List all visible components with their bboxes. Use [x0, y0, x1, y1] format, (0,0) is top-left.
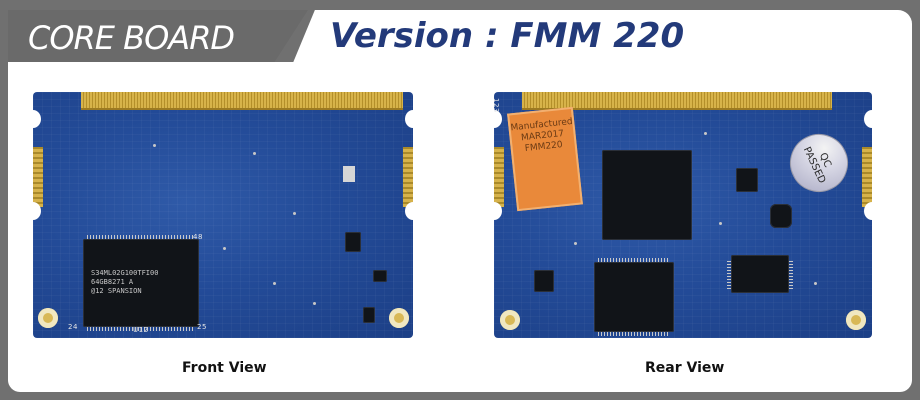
small-ic	[534, 270, 554, 292]
board-notch	[405, 110, 413, 128]
header-tab-label: CORE BOARD	[28, 19, 235, 57]
board-notch	[864, 110, 872, 128]
small-ic	[373, 270, 387, 282]
header-title-panel	[290, 10, 912, 70]
flash-chip-line-1: S34ML02G100TFI00	[91, 269, 159, 277]
manufacture-sticker: Manufactured MAR2017 FMM220	[507, 106, 583, 212]
flash-chip-line-3: @12 SPANSION	[91, 287, 142, 295]
silk-123: 123	[494, 98, 500, 113]
ethernet-ic	[727, 255, 793, 293]
silk-25: 25	[197, 323, 207, 331]
board-notch	[864, 202, 872, 220]
board-notch	[405, 202, 413, 220]
board-notch	[494, 202, 502, 220]
left-edge-contacts	[494, 147, 504, 207]
small-ic	[345, 232, 361, 252]
rear-board-photo: 123 Manufactured MAR2017 FMM220 QC PASSE…	[494, 92, 872, 338]
rear-view-caption: Rear View	[645, 360, 725, 376]
small-ic	[736, 168, 758, 192]
mounting-hole	[846, 310, 866, 330]
board-notch	[494, 110, 502, 128]
gold-edge-connector	[81, 92, 403, 110]
nand-flash-chip: S34ML02G100TFI00 64GB8271 A @12 SPANSION	[83, 235, 199, 331]
silk-u12: U12	[133, 326, 149, 334]
front-view-caption: Front View	[182, 360, 267, 376]
mounting-hole	[38, 308, 58, 328]
right-edge-contacts	[403, 147, 413, 207]
mounting-hole	[389, 308, 409, 328]
header-tab-core-board: CORE BOARD	[8, 10, 308, 66]
page-title: Version : FMM 220	[330, 16, 685, 56]
qc-passed-sticker: QC PASSED	[780, 124, 858, 202]
gold-edge-connector	[522, 92, 832, 110]
left-edge-contacts	[33, 147, 43, 207]
memory-chip	[594, 258, 674, 336]
silk-24: 24	[68, 323, 78, 331]
right-edge-contacts	[862, 147, 872, 207]
flash-chip-line-2: 64GB8271 A	[91, 278, 134, 286]
small-ic	[363, 307, 375, 323]
front-board-photo: S34ML02G100TFI00 64GB8271 A @12 SPANSION…	[33, 92, 413, 338]
inductor	[770, 204, 792, 228]
board-notch	[33, 110, 41, 128]
mounting-hole	[500, 310, 520, 330]
silk-48: 48	[193, 233, 203, 241]
board-notch	[33, 202, 41, 220]
crystal-component	[343, 166, 355, 182]
processor-chip	[602, 150, 692, 240]
